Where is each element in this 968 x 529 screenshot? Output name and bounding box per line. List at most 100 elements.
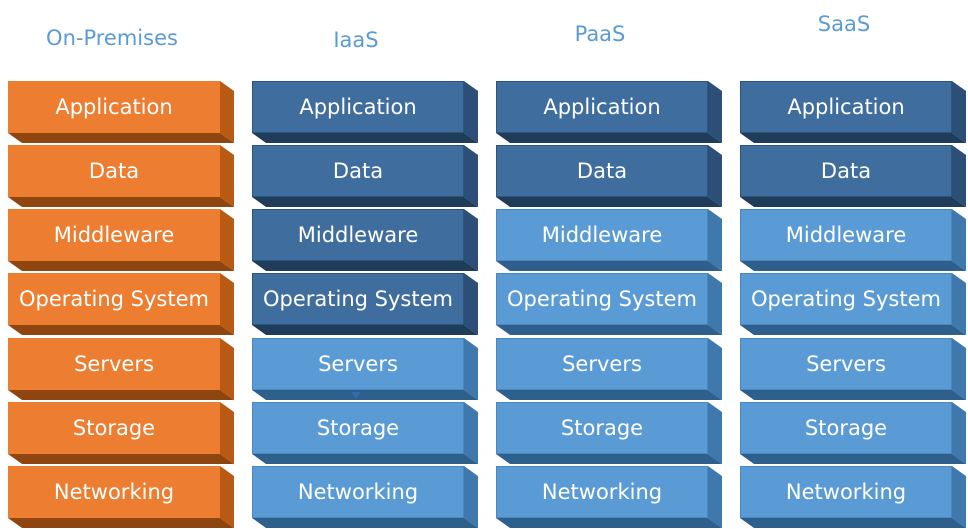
saas-layer-operating-system: Operating System [740,273,966,335]
layer-bottom-face [8,133,234,143]
layer-bottom-face [496,454,722,464]
column-title-saas: SaaS [817,12,871,36]
layer-side-face [464,145,478,207]
layer-bottom-face [8,261,234,271]
paas-layer-networking: Networking [496,466,722,528]
iaas-layer-middleware: Middleware [252,209,478,271]
on-premises-layer-data: Data [8,145,234,207]
layer-side-face [952,81,966,143]
paas-layer-operating-system: Operating System [496,273,722,335]
on-premises-layer-application: Application [8,81,234,143]
layer-side-face [220,466,234,528]
layer-bottom-face [252,261,478,271]
column-title-paas: PaaS [574,22,626,46]
paas-layer-data: Data [496,145,722,207]
layer-side-face [708,209,722,271]
layer-side-face [708,81,722,143]
layer-label: Application [740,81,952,133]
layer-label: Operating System [8,273,220,325]
layer-bottom-face [740,518,966,528]
layer-side-face [708,273,722,335]
layer-label: Storage [496,402,708,454]
layer-bottom-face [252,518,478,528]
column-title-on-premises: On-Premises [46,26,178,50]
layer-bottom-face [252,197,478,207]
layer-bottom-face [8,390,234,400]
layer-side-face [464,81,478,143]
layer-label: Application [8,81,220,133]
layer-side-face [220,81,234,143]
layer-label: Data [496,145,708,197]
paas-layer-middleware: Middleware [496,209,722,271]
layer-bottom-face [740,390,966,400]
layer-label: Middleware [252,209,464,261]
paas-layer-application: Application [496,81,722,143]
layer-bottom-face [8,325,234,335]
iaas-layer-application: Application [252,81,478,143]
layer-bottom-face [740,454,966,464]
layer-label: Data [252,145,464,197]
iaas-layer-servers: Servers [252,338,478,400]
layer-side-face [464,273,478,335]
layer-label: Servers [8,338,220,390]
layer-bottom-face [496,518,722,528]
marker-triangle-icon [351,392,361,399]
layer-bottom-face [740,133,966,143]
paas-layer-servers: Servers [496,338,722,400]
layer-side-face [464,338,478,400]
paas-layer-storage: Storage [496,402,722,464]
saas-layer-servers: Servers [740,338,966,400]
layer-label: Networking [740,466,952,518]
layer-label: Servers [496,338,708,390]
layer-label: Networking [8,466,220,518]
layer-bottom-face [252,390,478,400]
layer-label: Data [8,145,220,197]
layer-label: Operating System [496,273,708,325]
layer-bottom-face [496,261,722,271]
saas-layer-networking: Networking [740,466,966,528]
layer-side-face [220,338,234,400]
on-premises-layer-middleware: Middleware [8,209,234,271]
layer-bottom-face [252,133,478,143]
layer-bottom-face [496,390,722,400]
layer-bottom-face [252,454,478,464]
layer-label: Operating System [740,273,952,325]
layer-bottom-face [496,325,722,335]
layer-label: Data [740,145,952,197]
saas-layer-middleware: Middleware [740,209,966,271]
layer-bottom-face [8,454,234,464]
layer-side-face [952,402,966,464]
iaas-layer-networking: Networking [252,466,478,528]
layer-bottom-face [740,325,966,335]
layer-side-face [464,402,478,464]
layer-bottom-face [740,197,966,207]
layer-bottom-face [8,197,234,207]
layer-bottom-face [252,325,478,335]
layer-label: Storage [740,402,952,454]
layer-side-face [220,273,234,335]
layer-label: Application [496,81,708,133]
layer-side-face [220,209,234,271]
saas-layer-application: Application [740,81,966,143]
iaas-layer-data: Data [252,145,478,207]
layer-label: Servers [740,338,952,390]
layer-side-face [952,145,966,207]
layer-side-face [952,209,966,271]
saas-layer-storage: Storage [740,402,966,464]
on-premises-layer-servers: Servers [8,338,234,400]
layer-label: Storage [252,402,464,454]
layer-bottom-face [740,261,966,271]
layer-side-face [464,209,478,271]
iaas-layer-storage: Storage [252,402,478,464]
layer-label: Storage [8,402,220,454]
on-premises-layer-networking: Networking [8,466,234,528]
layer-side-face [220,145,234,207]
layer-label: Operating System [252,273,464,325]
layer-bottom-face [496,197,722,207]
layer-side-face [952,273,966,335]
layer-bottom-face [8,518,234,528]
layer-label: Networking [496,466,708,518]
column-title-iaas: IaaS [333,28,379,52]
layer-side-face [708,145,722,207]
layer-label: Application [252,81,464,133]
